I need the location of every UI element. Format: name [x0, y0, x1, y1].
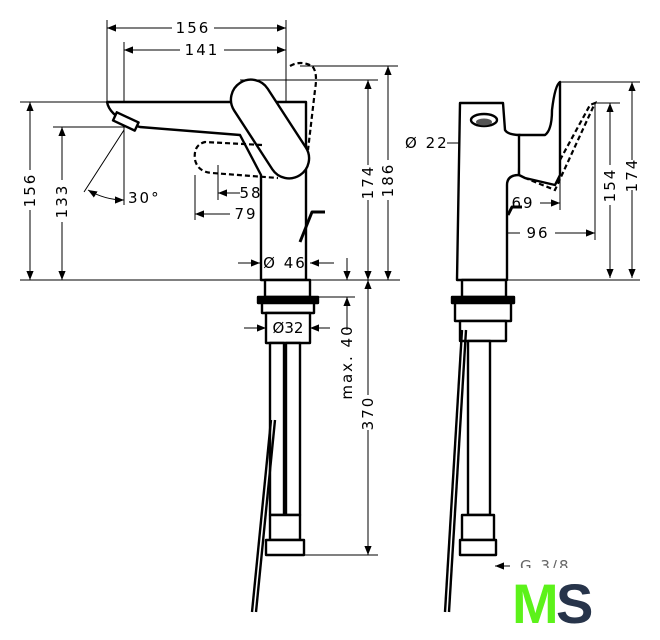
- dim-handle-reach-open: 79: [234, 205, 257, 223]
- dim-body-diameter: Ø 46: [263, 254, 307, 272]
- dim-handle-reach: 58: [239, 184, 262, 202]
- front-view: Ø 22 69 96 154 174 G 3/8: [405, 80, 641, 613]
- dim-height-open: 154: [601, 168, 619, 203]
- faucet-side: [105, 61, 325, 613]
- logo-m: M: [512, 572, 559, 635]
- dim-max-deck: max. 40: [338, 324, 356, 399]
- dim-spout-height: 156: [21, 173, 39, 208]
- faucet-front: [443, 80, 598, 613]
- dim-spray-angle: 30°: [128, 189, 161, 207]
- dim-height-total: 174: [623, 158, 641, 193]
- extension-lines: [20, 20, 400, 556]
- dim-hose-length: 370: [359, 396, 377, 431]
- side-view: 156 141 156 133 30° 58 79 Ø 46 174 186 Ø…: [20, 19, 400, 613]
- dim-connector-diameter: Ø32: [273, 319, 304, 337]
- dim-outlet-height: 133: [53, 184, 71, 219]
- ms-logo: M S: [505, 568, 615, 635]
- dim-aerator-diameter: Ø 22: [405, 134, 449, 152]
- dim-height-handle: 174: [359, 165, 377, 200]
- logo-s: S: [556, 572, 593, 635]
- dim-height-handle-open: 186: [379, 163, 397, 198]
- dim-spout-reach-axis: 141: [185, 41, 220, 59]
- dim-handle-offset: 69: [511, 194, 534, 212]
- dim-handle-offset-open: 96: [526, 224, 549, 242]
- dim-spout-reach: 156: [176, 19, 211, 37]
